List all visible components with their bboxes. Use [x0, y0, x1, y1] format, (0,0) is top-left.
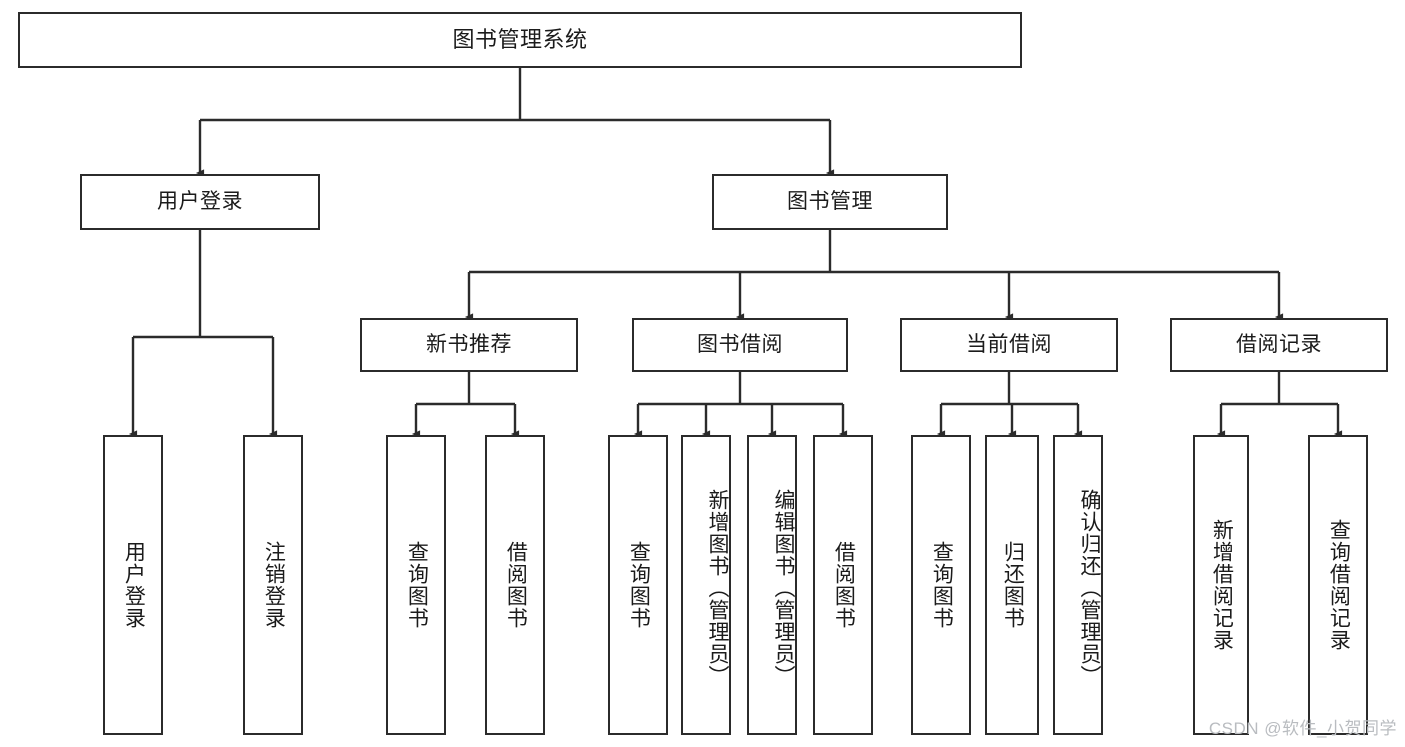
leaf-add-book-admin[interactable]: 新增图书（管理员）	[681, 435, 731, 735]
leaf-new-query-book[interactable]: 查询图书	[386, 435, 446, 735]
leaf-query-borrow-record-label: 查询借阅记录	[1327, 519, 1351, 651]
leaf-edit-book-admin[interactable]: 编辑图书（管理员）	[747, 435, 797, 735]
node-root[interactable]: 图书管理系统	[18, 12, 1022, 68]
node-new-book-recommend[interactable]: 新书推荐	[360, 318, 578, 372]
leaf-return-book-label: 归还图书	[1001, 541, 1025, 629]
node-book-management-module[interactable]: 图书管理	[712, 174, 948, 230]
leaf-new-borrow-book[interactable]: 借阅图书	[485, 435, 545, 735]
node-book-borrow-label: 图书借阅	[697, 332, 783, 356]
node-root-label: 图书管理系统	[452, 27, 588, 53]
node-borrow-record-label: 借阅记录	[1236, 332, 1322, 356]
leaf-user-login[interactable]: 用户登录	[103, 435, 163, 735]
leaf-edit-book-admin-label: 编辑图书（管理员）	[772, 489, 795, 687]
node-book-management-module-label: 图书管理	[787, 189, 873, 213]
csdn-watermark: CSDN @软件_小贺同学	[1208, 719, 1397, 738]
leaf-query-borrow-record[interactable]: 查询借阅记录	[1308, 435, 1368, 735]
leaf-add-borrow-record[interactable]: 新增借阅记录	[1193, 435, 1249, 735]
leaf-borrow-query-book-label: 查询图书	[627, 541, 651, 629]
leaf-user-logout[interactable]: 注销登录	[243, 435, 303, 735]
leaf-add-borrow-record-label: 新增借阅记录	[1210, 519, 1234, 651]
node-new-book-recommend-label: 新书推荐	[426, 332, 512, 356]
leaf-new-borrow-book-label: 借阅图书	[504, 541, 528, 629]
node-book-borrow[interactable]: 图书借阅	[632, 318, 848, 372]
node-borrow-record[interactable]: 借阅记录	[1170, 318, 1388, 372]
leaf-confirm-return-admin-label: 确认归还（管理员）	[1078, 489, 1101, 687]
node-current-borrow-label: 当前借阅	[966, 332, 1052, 356]
leaf-user-logout-label: 注销登录	[262, 541, 286, 629]
leaf-current-query-book[interactable]: 查询图书	[911, 435, 971, 735]
leaf-current-query-book-label: 查询图书	[930, 541, 954, 629]
leaf-add-book-admin-label: 新增图书（管理员）	[706, 489, 729, 687]
node-current-borrow[interactable]: 当前借阅	[900, 318, 1118, 372]
leaf-borrow-book[interactable]: 借阅图书	[813, 435, 873, 735]
leaf-new-query-book-label: 查询图书	[405, 541, 429, 629]
leaf-user-login-label: 用户登录	[122, 541, 146, 629]
node-user-login-module[interactable]: 用户登录	[80, 174, 320, 230]
leaf-borrow-book-label: 借阅图书	[832, 541, 856, 629]
leaf-return-book[interactable]: 归还图书	[985, 435, 1039, 735]
node-user-login-module-label: 用户登录	[157, 189, 243, 213]
leaf-confirm-return-admin[interactable]: 确认归还（管理员）	[1053, 435, 1103, 735]
leaf-borrow-query-book[interactable]: 查询图书	[608, 435, 668, 735]
